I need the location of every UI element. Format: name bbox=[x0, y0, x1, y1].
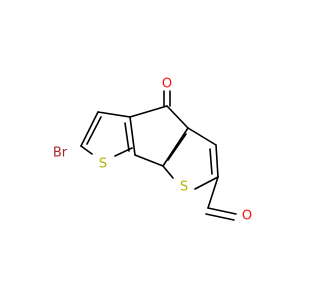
atom-sulfur-left: S bbox=[99, 157, 107, 172]
bond-ccho-cho bbox=[207, 176, 219, 209]
bonds bbox=[80, 90, 237, 221]
atom-oxygen-aldehyde: O bbox=[242, 209, 252, 224]
atom-labels: Br S S O O bbox=[53, 77, 252, 224]
molecule-diagram: Br S S O O bbox=[53, 77, 252, 224]
bond-aldehyde-double-2 bbox=[205, 213, 235, 221]
bond-c3a-c7a bbox=[129, 116, 136, 156]
bond-cbr-ch-left-inner bbox=[86, 116, 102, 145]
atom-bromine: Br bbox=[53, 146, 68, 161]
atom-sulfur-right: S bbox=[180, 180, 188, 195]
bond-co-c4a bbox=[166, 105, 189, 129]
bond-ch-c3a bbox=[97, 111, 131, 118]
bond-cbr-s-left bbox=[80, 145, 93, 155]
atom-oxygen-ketone: O bbox=[162, 77, 172, 92]
bond-c8a-s-right bbox=[162, 165, 174, 179]
bond-c8a-c4a-inner bbox=[167, 133, 187, 161]
bond-c8a-c4a bbox=[162, 127, 189, 167]
bond-ccho-s-right bbox=[194, 176, 219, 190]
structure-canvas: Br S S O O bbox=[52, 76, 253, 224]
bond-aldehyde-double-1 bbox=[207, 207, 237, 215]
bond-c7a-c8a bbox=[134, 154, 164, 167]
bond-c4a-ch-right bbox=[187, 127, 217, 146]
bond-ch-right-ccho-inner bbox=[209, 148, 213, 175]
bond-ch-right-ccho bbox=[215, 144, 219, 178]
bond-c3a-c7a-inner bbox=[124, 122, 130, 152]
bond-cbr-ch-left bbox=[80, 111, 99, 147]
bond-c3a-co bbox=[129, 105, 168, 118]
